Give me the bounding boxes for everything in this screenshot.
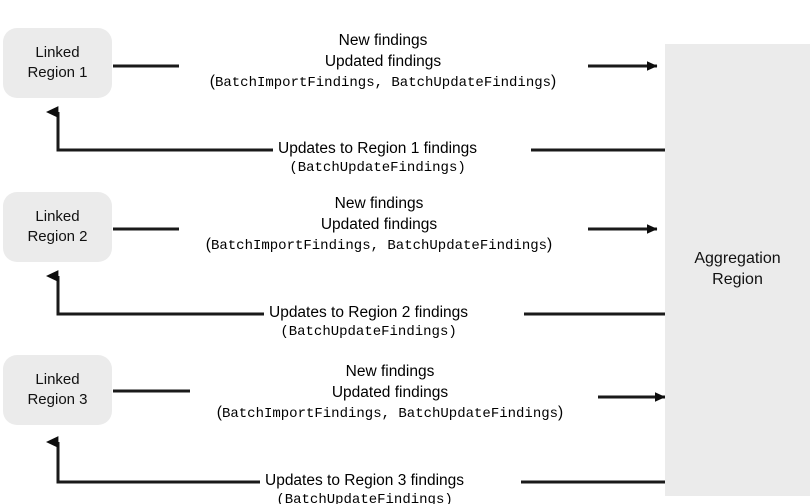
row-3-outbound-api: (BatchImportFindings, BatchUpdateFinding… — [175, 404, 605, 425]
row-1-connectors — [46, 61, 665, 152]
row-3-paren-close: ) — [558, 403, 564, 421]
linked-region-3-label: Linked Region 3 — [27, 371, 88, 408]
row-2-api-names: BatchImportFindings, BatchUpdateFindings — [210, 237, 548, 254]
row-3-connectors — [46, 389, 666, 484]
row-1-paren-close: ) — [551, 72, 557, 90]
row-3-api-names: BatchImportFindings, BatchUpdateFindings — [221, 405, 559, 422]
row-3-outbound-line1: New findings — [345, 363, 435, 380]
linked-region-3-box[interactable]: Linked Region 3 — [3, 355, 112, 425]
row-2-return-line1: Updates to Region 2 findings — [264, 303, 474, 323]
row-1-api-names: BatchImportFindings, BatchUpdateFindings — [214, 74, 552, 91]
row-1-outbound-line2: Updated findings — [324, 52, 442, 70]
row-2-outbound-api: (BatchImportFindings, BatchUpdateFinding… — [164, 236, 594, 257]
aggregation-region-label: Aggregation Region — [694, 250, 781, 288]
row-3-return-line1: Updates to Region 3 findings — [260, 471, 470, 491]
row-3-paren-open: ( — [216, 403, 222, 421]
row-2-return-label: Updates to Region 2 findings (BatchUpdat… — [264, 303, 474, 342]
row-1-outbound-api: (BatchImportFindings, BatchUpdateFinding… — [168, 73, 598, 94]
row-1-paren-open: ( — [209, 72, 215, 90]
row-3-outbound-label: New findings Updated findings (BatchImpo… — [175, 362, 605, 424]
linked-region-2-label: Linked Region 2 — [27, 208, 88, 245]
row-2-outbound-line1: New findings — [334, 195, 424, 212]
row-2-paren-open: ( — [205, 235, 211, 253]
linked-region-2-box[interactable]: Linked Region 2 — [3, 192, 112, 262]
row-1-return-line2: (BatchUpdateFindings) — [289, 160, 466, 177]
row-1-outbound-label: New findings Updated findings (BatchImpo… — [168, 31, 598, 93]
row-3-outbound-line2: Updated findings — [331, 383, 449, 401]
linked-region-1-box[interactable]: Linked Region 1 — [3, 28, 112, 98]
row-1-return-label: Updates to Region 1 findings (BatchUpdat… — [273, 139, 483, 178]
row-3-return-label: Updates to Region 3 findings (BatchUpdat… — [260, 471, 470, 504]
aggregation-region-box[interactable]: Aggregation Region — [665, 44, 810, 496]
row-2-paren-close: ) — [547, 235, 553, 253]
row-3-return-line2: (BatchUpdateFindings) — [276, 492, 453, 504]
row-2-outbound-line2: Updated findings — [320, 215, 438, 233]
row-1-return-line1: Updates to Region 1 findings — [273, 139, 483, 159]
row-2-return-line2: (BatchUpdateFindings) — [280, 324, 457, 341]
row-1-outbound-line1: New findings — [338, 32, 428, 49]
linked-region-1-label: Linked Region 1 — [27, 44, 88, 81]
row-2-connectors — [46, 224, 665, 316]
row-2-outbound-label: New findings Updated findings (BatchImpo… — [164, 194, 594, 256]
